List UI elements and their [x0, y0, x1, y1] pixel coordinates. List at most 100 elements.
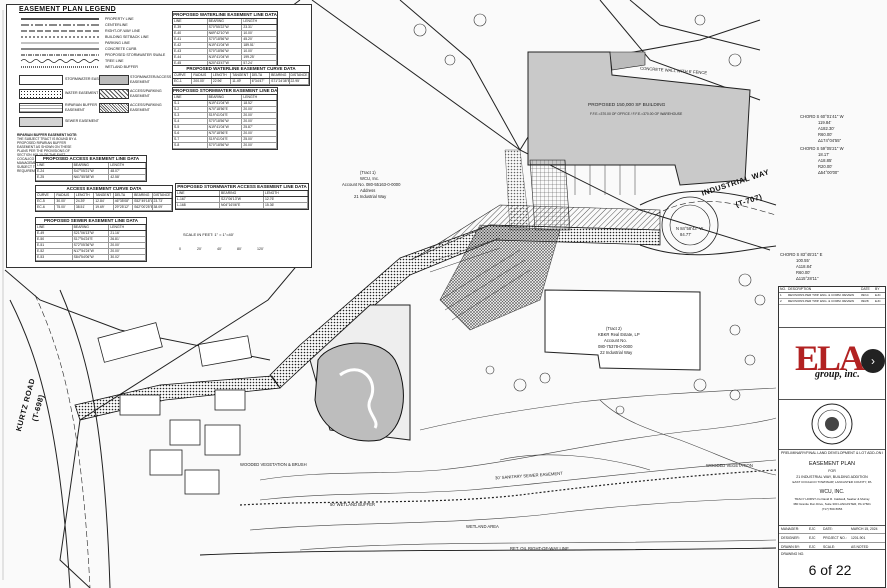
table-cell: N19°41'04"W	[208, 125, 243, 130]
table-cell: S52°49'18"W	[134, 199, 153, 204]
table-cell: 20.00'	[109, 249, 147, 254]
chord2-label: CHORD S 59°05'21" W	[800, 146, 844, 151]
table-cell: 20.00'	[242, 107, 278, 112]
table-cell: E-39	[173, 25, 208, 30]
table-cell: EC-5	[36, 199, 56, 204]
chord2-value: A18.85'	[818, 158, 833, 163]
revision-header: NO.	[780, 287, 787, 291]
client-address: 380 Granite Run Drive, Suite 300 LANCAST…	[793, 502, 871, 506]
table-cell: 26.81'	[109, 237, 147, 242]
table-cell: 10.00'	[242, 49, 278, 54]
table-cell: 24.39'	[75, 199, 95, 204]
scale-tick: 0	[179, 247, 181, 251]
scale-tick: 20'	[197, 247, 202, 251]
table-header: RADIUS	[55, 193, 75, 198]
table-cell: 38.09'	[153, 205, 172, 210]
field-label: MANAGER:	[781, 527, 800, 531]
table-cell: S-3	[173, 113, 208, 118]
table-cell: 48.07'	[109, 169, 147, 174]
revision-cell: 09/14	[861, 293, 869, 297]
chord3-value: R60.00'	[796, 270, 811, 275]
table-cell: 75.00'	[55, 205, 75, 210]
chord3-value: Δ115°28'11"	[796, 276, 819, 281]
firm-name: group, inc.	[815, 369, 860, 380]
legend-area-label: RIPARIAN BUFFER EASEMENT	[65, 103, 98, 112]
tract1-owner: WCU, Inc.	[360, 176, 380, 181]
legend-line-samples	[20, 18, 100, 68]
table-cell: S-5	[173, 125, 208, 130]
legend-area-label: SEWER EASEMENT	[65, 119, 99, 123]
revision-cell: EJC	[875, 293, 881, 297]
table-cell: 20.00'	[242, 119, 278, 124]
table-header: TANGENT	[94, 193, 114, 198]
table-cell: L-168	[176, 203, 220, 208]
access-parking-easement	[409, 204, 661, 261]
table-cell: 12.84'	[94, 199, 114, 204]
project-location: EAST COCALICO TOWNSHIP, LANCASTER COUNTY…	[792, 480, 872, 484]
table-cell: E-51	[36, 243, 73, 248]
table-caption: PROPOSED STORMWATER EASEMENT LINE DATA	[173, 88, 277, 95]
waterline-line-table: PROPOSED WATERLINE EASEMENT LINE DATA LI…	[172, 11, 278, 74]
plan-type: PRELIMINARY/FINAL LAND DEVELOPMENT & LOT…	[781, 451, 883, 455]
legend-area-label: STORMWATER/ACCESS EASEMENT	[130, 75, 172, 84]
table-cell: N69°42'10"W	[208, 31, 243, 36]
legend-swatch-stormwater	[19, 75, 63, 85]
field-value: EJC	[809, 545, 816, 549]
table-cell: S21°06'13"W	[220, 197, 264, 202]
revision-cell: REVISIONS PER TWP. ENG. & COMM. REVIEW	[788, 293, 855, 297]
stormwater-line-table: PROPOSED STORMWATER EASEMENT LINE DATA L…	[172, 87, 278, 150]
legend-swatch-riparian	[19, 103, 63, 113]
table-header: BEARING	[73, 163, 110, 168]
table-cell: 20.00'	[242, 131, 278, 136]
table-cell: N61°55'58"W	[73, 175, 110, 180]
table-header: CURVE	[173, 73, 193, 78]
project-fields-panel: MANAGER: EJC DATE: MARCH 15, 2024 DESIGN…	[779, 525, 885, 550]
revision-cell: 09/28	[861, 299, 869, 303]
next-page-button[interactable]: ›	[861, 349, 885, 373]
field-value: EJC	[809, 527, 816, 531]
table-cell: 22.96'	[212, 79, 232, 84]
drawing-number-label: DRAWING NO.	[781, 552, 805, 556]
field-value: 1201-901	[851, 536, 866, 540]
table-cell: S-7	[173, 137, 208, 142]
wooded-label-east: WOODED VEGETATION	[706, 463, 753, 468]
table-cell: L-167	[176, 197, 220, 202]
field-value: MARCH 15, 2024	[851, 527, 878, 531]
field-row: MANAGER: EJC DATE: MARCH 15, 2024	[779, 525, 885, 534]
chord3-value: 100.55'	[796, 258, 810, 263]
project-info-panel: PRELIMINARY/FINAL LAND DEVELOPMENT & LOT…	[779, 449, 885, 526]
table-cell: 12.76'	[264, 197, 308, 202]
chord2-value: R20.00'	[818, 164, 833, 169]
scale-tick: 80'	[237, 247, 242, 251]
table-header: BEARING	[220, 191, 264, 196]
tract1-address-label: Address	[360, 188, 376, 193]
client-address: TRACY HORST c/o David R. Caldwell, Seabe…	[794, 497, 870, 501]
field-label: DRAWN BY:	[781, 545, 800, 549]
chord1-value: Δ174°04'55"	[818, 138, 842, 143]
table-header: LINE	[173, 95, 208, 100]
table-cell: 200.00'	[192, 79, 212, 84]
table-cell: S-1	[173, 101, 208, 106]
table-cell: 30.00'	[55, 199, 75, 204]
table-cell: S-6	[173, 131, 208, 136]
seal-panel	[779, 399, 885, 450]
table-cell: 18.52'	[242, 101, 278, 106]
tract2-account-label: Account No.	[604, 338, 627, 343]
water-easement	[269, 224, 661, 389]
table-cell: N20°43'47"W	[208, 61, 243, 66]
chord2-value: Δ54°00'00"	[818, 170, 839, 175]
table-cell: 29°25'12"	[114, 205, 134, 210]
wooded-label: WOODED VEGETATION & BRUSH	[240, 462, 307, 467]
title-block: NO. DESCRIPTION DATE BY 1 REVISIONS PER …	[778, 286, 886, 588]
table-cell: E-25	[36, 175, 73, 180]
table-cell: S47°05'21"W	[73, 169, 110, 174]
table-cell: N19°41'04"W	[208, 43, 243, 48]
